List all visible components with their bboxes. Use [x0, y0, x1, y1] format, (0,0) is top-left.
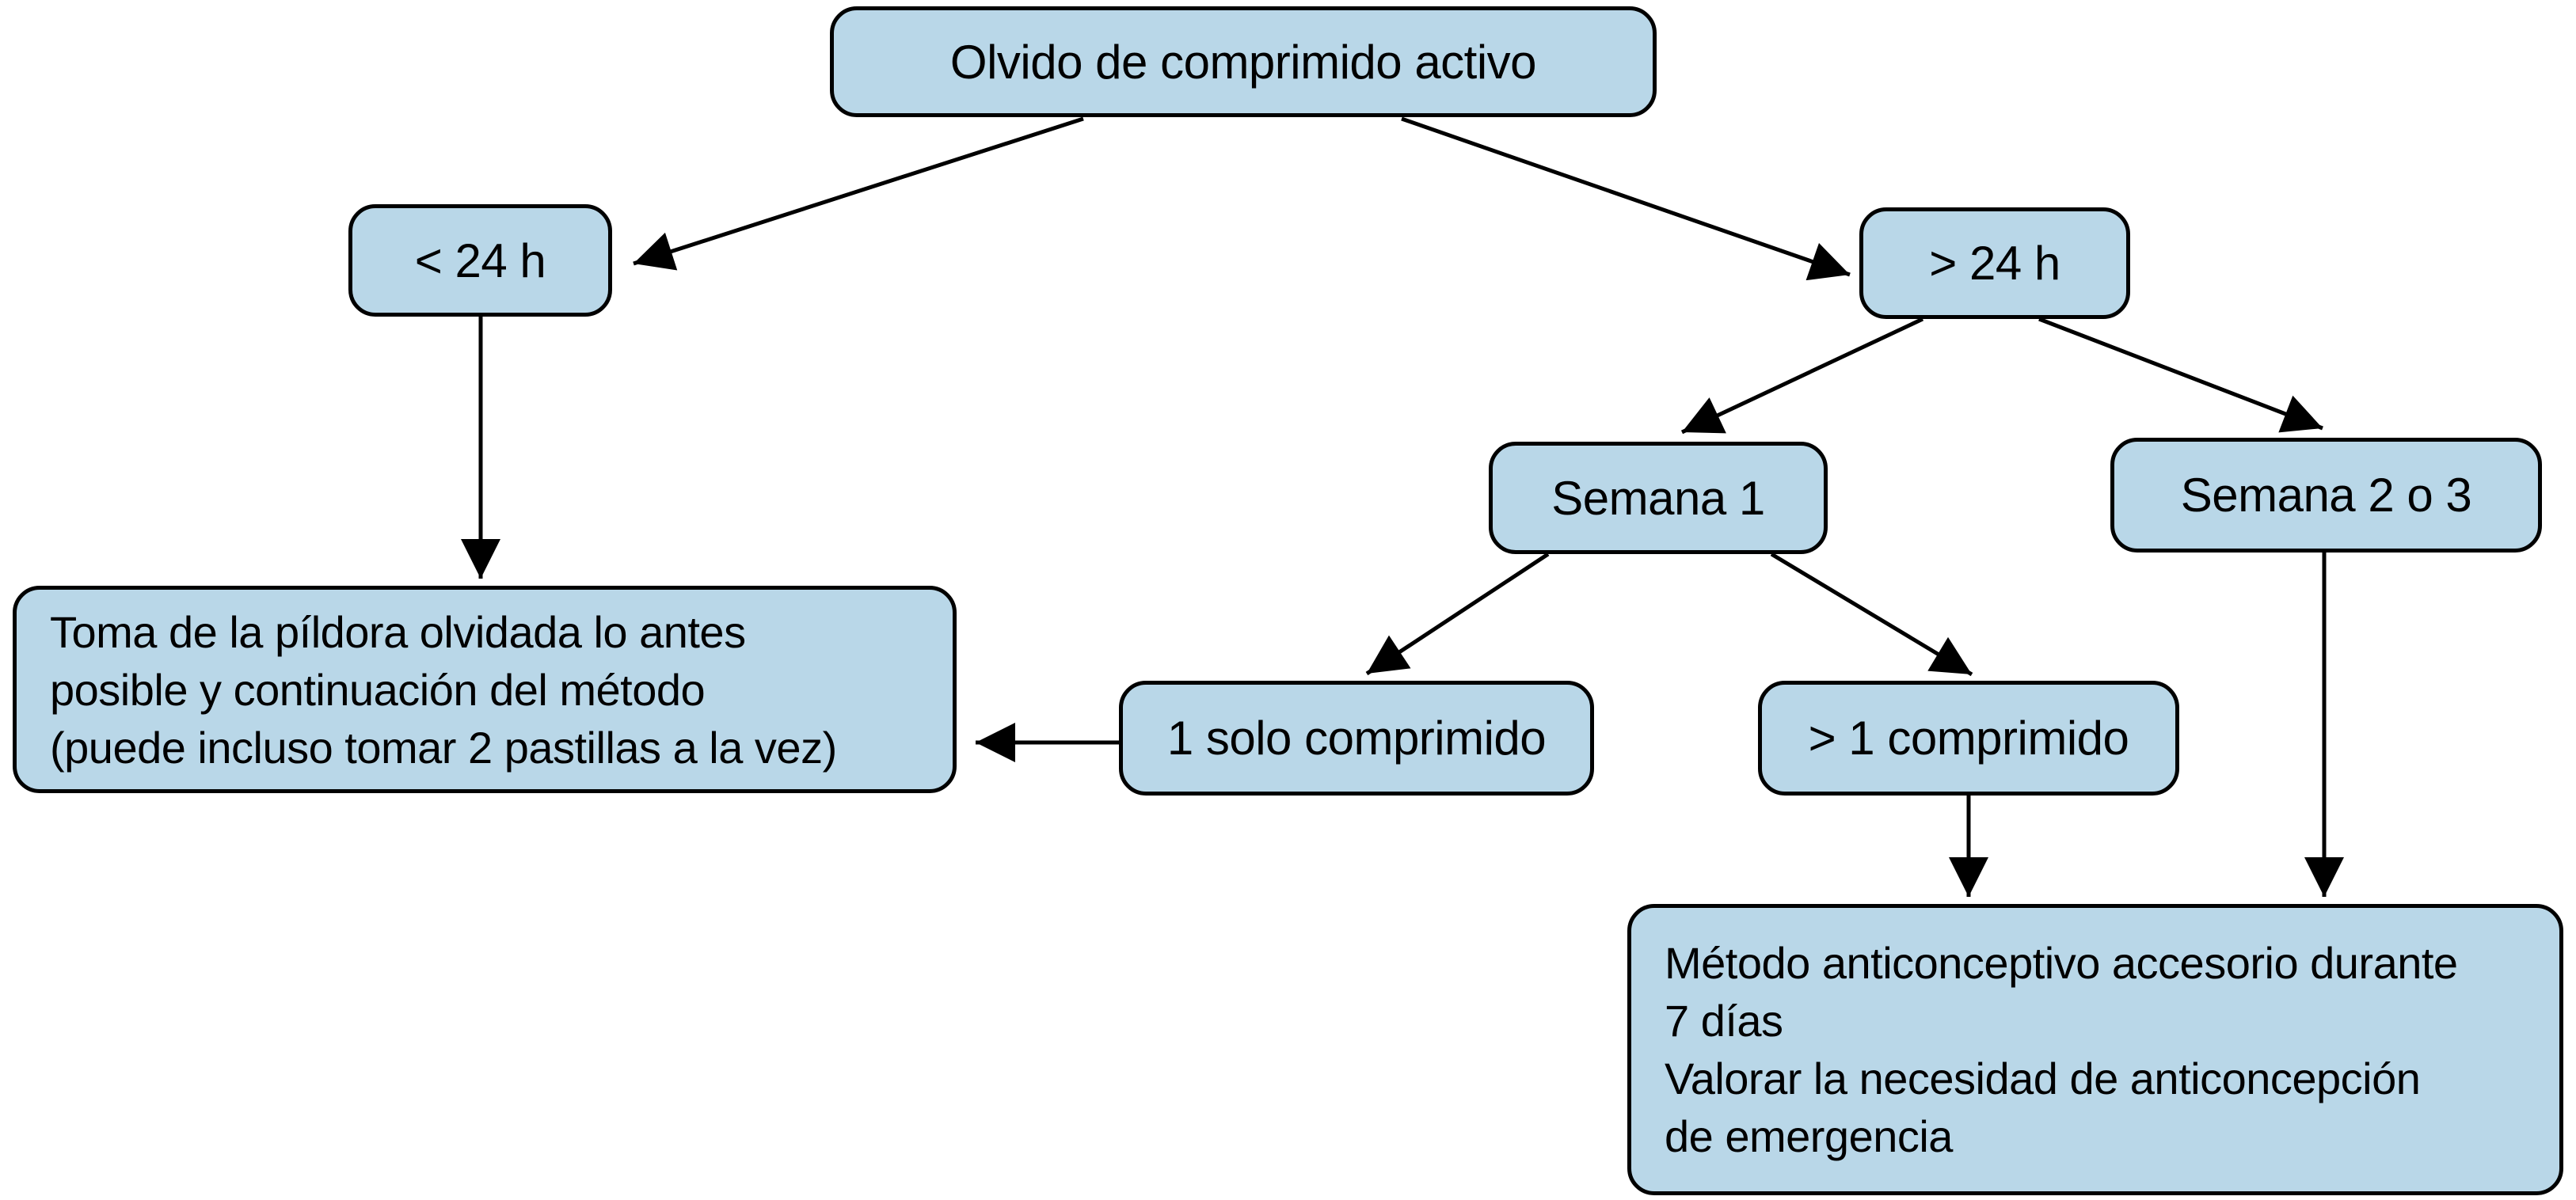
- node-semana-1: Semana 1: [1489, 442, 1828, 554]
- arrow-sem1-to-one: [1365, 552, 1550, 676]
- node-mas-de-1-comprimido: > 1 comprimido: [1758, 681, 2179, 796]
- node-olvido-de-comprimido-activo: Olvido de comprimido activo: [830, 6, 1657, 117]
- node-mas-de-24h: > 24 h: [1859, 207, 2130, 319]
- arrow-root-to-gt24: [1401, 116, 1851, 281]
- node-toma-pildora-olvidada: Toma de la píldora olvidada lo antes pos…: [13, 586, 957, 793]
- node-1-solo-comprimido: 1 solo comprimido: [1119, 681, 1594, 796]
- node-metodo-anticonceptivo-accesorio: Método anticonceptivo accesorio durante …: [1627, 904, 2563, 1195]
- arrow-gt24-to-sem23: [2038, 317, 2323, 433]
- node-semana-2-o-3: Semana 2 o 3: [2110, 438, 2542, 553]
- arrow-root-to-lt24: [633, 116, 1084, 271]
- arrow-sem1-to-multi: [1770, 552, 1973, 677]
- arrow-gt24-to-sem1: [1680, 317, 1924, 435]
- node-menos-de-24h: < 24 h: [348, 204, 612, 317]
